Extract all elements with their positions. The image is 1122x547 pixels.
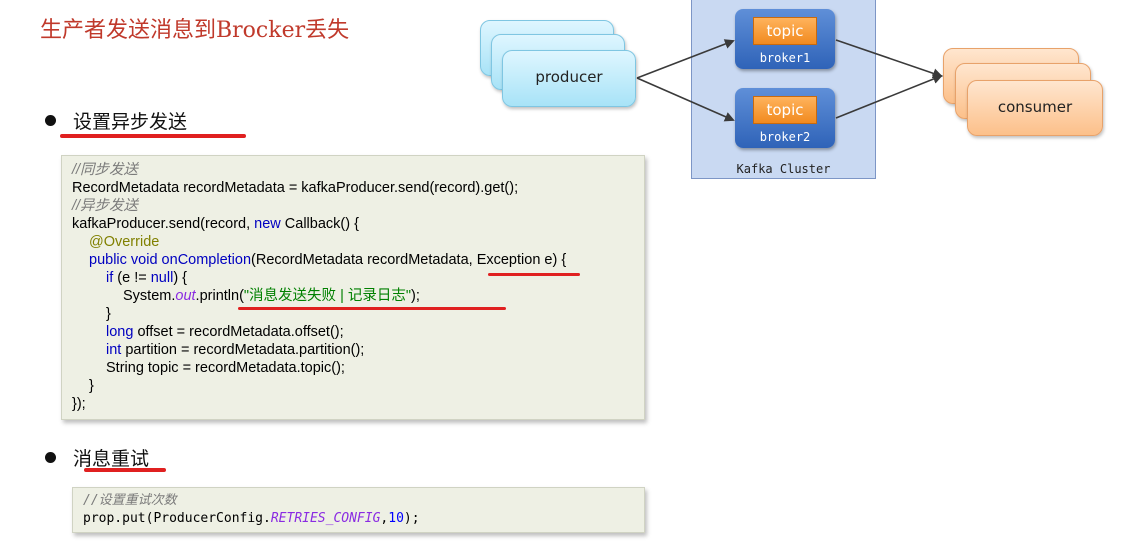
code-block-retry: //设置重试次数 prop.put(ProducerConfig.RETRIES…	[72, 487, 645, 533]
bullet-dot	[45, 452, 56, 463]
code-block-async: //同步发送 RecordMetadata recordMetadata = k…	[61, 155, 645, 420]
broker-2: topic broker2	[735, 88, 835, 148]
code-line: String topic = recordMetadata.topic();	[106, 360, 345, 376]
code-line: prop.put(ProducerConfig.RETRIES_CONFIG,1…	[83, 511, 420, 526]
red-underline	[60, 134, 246, 138]
code-line: System.out.println("消息发送失败 | 记录日志");	[123, 288, 420, 304]
topic-box: topic	[753, 96, 817, 124]
code-line: RecordMetadata recordMetadata = kafkaPro…	[72, 180, 519, 196]
topic-box: topic	[753, 17, 817, 45]
code-line: int partition = recordMetadata.partition…	[106, 342, 365, 358]
red-underline	[488, 273, 580, 276]
code-annotation: @Override	[89, 234, 160, 250]
red-underline	[84, 468, 166, 472]
code-comment: //设置重试次数	[83, 493, 177, 508]
code-line: }	[106, 306, 111, 322]
code-comment: //同步发送	[72, 162, 139, 178]
producer-card: producer	[502, 50, 636, 107]
cluster-label: Kafka Cluster	[736, 162, 831, 176]
code-line: if (e != null) {	[106, 270, 188, 286]
code-line: });	[72, 396, 86, 412]
code-line: long offset = recordMetadata.offset();	[106, 324, 344, 340]
broker-label: broker1	[759, 51, 811, 65]
producer-label: producer	[535, 68, 603, 86]
bullet-async-send: 设置异步发送	[45, 107, 187, 134]
code-line: public void onCompletion(RecordMetadata …	[89, 252, 567, 268]
bullet-dot	[45, 115, 56, 126]
consumer-card: consumer	[967, 80, 1103, 136]
code-comment: //异步发送	[72, 198, 139, 214]
bullet-label: 消息重试	[73, 448, 150, 470]
consumer-label: consumer	[997, 98, 1073, 116]
page-title: 生产者发送消息到Brocker丢失	[40, 18, 350, 43]
broker-1: topic broker1	[735, 9, 835, 69]
code-line: kafkaProducer.send(record, new Callback(…	[72, 216, 359, 232]
broker-label: broker2	[759, 130, 811, 144]
red-underline	[238, 307, 506, 310]
bullet-label: 设置异步发送	[73, 111, 188, 133]
code-line: }	[89, 378, 94, 394]
bullet-retry: 消息重试	[45, 444, 149, 471]
